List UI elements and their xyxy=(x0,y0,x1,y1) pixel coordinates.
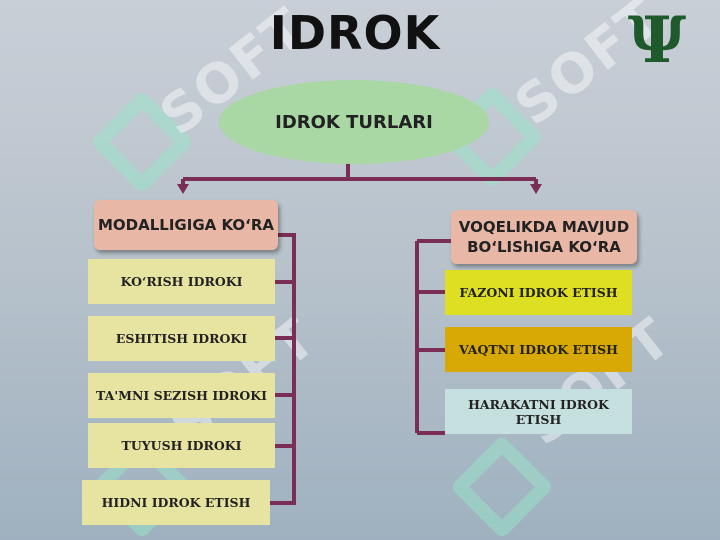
left-item-3: TA'MNI SEZISH IDROKI xyxy=(88,373,275,418)
root-node: IDROK TURLARI xyxy=(219,80,489,164)
left-item-4: TUYUSH IDROKI xyxy=(88,423,275,468)
left-arrow-head xyxy=(177,184,189,194)
category-modality: MODALLIGIGA KO‘RA xyxy=(94,200,278,250)
left-item-2: ESHITISH IDROKI xyxy=(88,316,275,361)
category-reality: VOQELIKDA MAVJUD BO‘LIShIGA KO‘RA xyxy=(451,210,637,264)
right-arrow-head xyxy=(530,184,542,194)
right-item-2: VAQTNI IDROK ETISH xyxy=(445,327,632,372)
left-item-1: KO‘RISH IDROKI xyxy=(88,259,275,304)
psi-logo-icon: Ψ xyxy=(627,3,687,78)
page-title: IDROK xyxy=(269,6,441,60)
right-item-3: HARAKATNI IDROK ETISH xyxy=(445,389,632,434)
left-item-5: HIDNI IDROK ETISH xyxy=(82,480,270,525)
right-item-1: FAZONI IDROK ETISH xyxy=(445,270,632,315)
